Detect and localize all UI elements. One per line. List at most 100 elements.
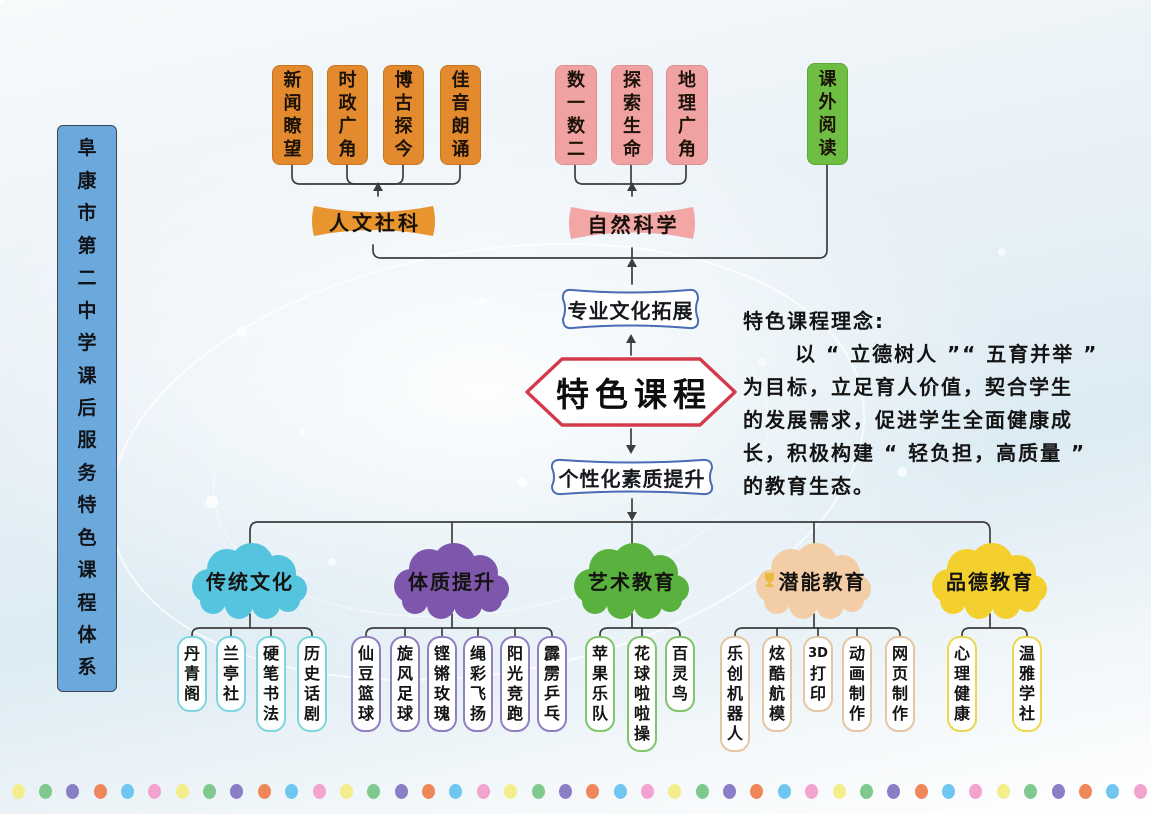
leaf-course-char: 玫 bbox=[433, 684, 450, 703]
leaf-course-char: 心 bbox=[953, 644, 970, 663]
leaf-course-char: 铿 bbox=[433, 644, 450, 663]
science-banner: 自然科学 bbox=[567, 198, 697, 248]
course-char: 广 bbox=[338, 116, 357, 137]
philosophy-line: 的发展需求，促进学生全面健康成 bbox=[743, 408, 1073, 432]
decor-dot bbox=[613, 784, 627, 799]
leaf-course-char: 啦 bbox=[633, 704, 650, 723]
decor-dot bbox=[914, 784, 928, 799]
sidebar-title-char: 课 bbox=[77, 559, 97, 582]
category-cloud: 艺术教育 bbox=[567, 542, 697, 619]
decor-dot bbox=[723, 784, 737, 799]
humanities-course-box: 新闻瞭望 bbox=[272, 65, 313, 165]
leaf-course-char: 球 bbox=[357, 704, 374, 723]
leaf-course-box: 仙豆篮球 bbox=[351, 636, 381, 732]
humanities-label: 人文社科 bbox=[329, 210, 421, 235]
category-cloud: 体质提升 bbox=[387, 542, 517, 619]
course-char: 朗 bbox=[451, 116, 470, 137]
personal-quality-label: 个性化素质提升 bbox=[558, 466, 706, 491]
leaf-course-box: 温雅学社 bbox=[1012, 636, 1042, 732]
science-course-box: 数一数二 bbox=[555, 65, 597, 165]
decor-dot bbox=[11, 784, 25, 799]
leaf-course-box: 铿锵玫瑰 bbox=[427, 636, 457, 732]
leaf-course-char: 鸟 bbox=[671, 684, 688, 703]
leaf-course-char: 阳 bbox=[506, 644, 523, 663]
leaf-course-char: 彩 bbox=[469, 664, 486, 683]
humanities-course-box: 时政广角 bbox=[327, 65, 368, 165]
course-char: 二 bbox=[567, 139, 585, 160]
leaf-course-char: 丹 bbox=[183, 644, 200, 663]
course-char: 闻 bbox=[283, 93, 302, 114]
wavy-border bbox=[550, 458, 714, 496]
science-course-box: 地理广角 bbox=[666, 65, 708, 165]
decor-dot bbox=[504, 784, 518, 799]
course-char: 课 bbox=[818, 69, 837, 90]
course-char: 读 bbox=[818, 138, 837, 159]
decor-dot bbox=[859, 784, 873, 799]
wavy-border bbox=[561, 288, 700, 330]
leaf-course-char: 温 bbox=[1018, 644, 1035, 663]
course-char: 古 bbox=[394, 93, 413, 114]
decor-dot bbox=[449, 784, 463, 799]
expansion-node: 专业文化拓展 bbox=[558, 285, 703, 333]
decor-dot bbox=[38, 784, 52, 799]
course-char: 佳 bbox=[451, 70, 470, 91]
decor-dot bbox=[367, 784, 381, 799]
decor-dot bbox=[969, 784, 983, 799]
leaf-course-char: 书 bbox=[262, 684, 279, 703]
leaf-course-char: 亭 bbox=[222, 664, 239, 683]
decor-dot bbox=[476, 784, 490, 799]
course-char: 地 bbox=[678, 70, 696, 91]
decor-dot bbox=[1051, 784, 1065, 799]
leaf-course-char: 乒 bbox=[543, 684, 560, 703]
course-char: 一 bbox=[567, 93, 585, 114]
sidebar-title-char: 中 bbox=[77, 299, 97, 322]
sidebar-title-char: 体 bbox=[77, 624, 97, 646]
personal-quality-node: 个性化素质提升 bbox=[547, 455, 717, 499]
decor-dot bbox=[777, 784, 791, 799]
decor-dot bbox=[285, 784, 299, 799]
category-label: 艺术教育 bbox=[588, 569, 676, 594]
leaf-course-char: 豆 bbox=[357, 664, 374, 683]
leaf-course-char: 机 bbox=[726, 684, 743, 703]
leaf-course-box: 阳光竞跑 bbox=[500, 636, 530, 732]
decor-dot bbox=[805, 784, 819, 799]
sidebar-title-char: 务 bbox=[77, 461, 97, 484]
leaf-course-char: 酷 bbox=[768, 664, 785, 683]
leaf-course-char: 阁 bbox=[183, 684, 200, 703]
science-course-box: 探索生命 bbox=[611, 65, 653, 165]
sidebar-title-char: 学 bbox=[77, 332, 97, 355]
sidebar-title-char: 阜 bbox=[77, 137, 97, 160]
leaf-course-box: 旋风足球 bbox=[390, 636, 420, 732]
sidebar-title-char: 康 bbox=[77, 169, 97, 192]
leaf-course-char: 作 bbox=[848, 704, 865, 723]
sidebar-title-char: 二 bbox=[77, 267, 97, 290]
leaf-course-char: 社 bbox=[222, 684, 239, 703]
course-char: 今 bbox=[394, 139, 413, 160]
decor-dot bbox=[257, 784, 271, 799]
leaf-course-char: 风 bbox=[396, 664, 413, 683]
leaf-course-char: 社 bbox=[1018, 704, 1035, 723]
leaf-course-char: 画 bbox=[848, 664, 865, 683]
leaf-course-char: 硬 bbox=[262, 644, 279, 663]
leaf-course-box: 百灵鸟 bbox=[665, 636, 695, 712]
leaf-course-char: 乐 bbox=[726, 644, 743, 663]
science-label: 自然科学 bbox=[587, 212, 680, 237]
leaf-course-char: 炫 bbox=[768, 644, 785, 663]
philosophy-text: 特色课程理念: 以 “ 立德树人 ”“ 五育并举 ”为目标，立足育人价值，契合学… bbox=[743, 305, 1133, 503]
banner-shape bbox=[312, 206, 435, 236]
hexagon-border bbox=[525, 357, 737, 427]
leaf-course-char: 光 bbox=[506, 664, 523, 683]
course-char: 探 bbox=[623, 70, 641, 91]
leaf-course-char: 球 bbox=[633, 664, 650, 683]
course-char: 望 bbox=[283, 139, 302, 160]
course-char: 外 bbox=[818, 92, 837, 113]
course-char: 生 bbox=[623, 116, 641, 137]
decor-dot bbox=[668, 784, 682, 799]
category-label: 品德教育 bbox=[946, 569, 1034, 594]
leaf-course-char: 苹 bbox=[591, 644, 608, 663]
category-cloud: 潜能教育 bbox=[749, 542, 879, 619]
leaf-course-char: 创 bbox=[726, 664, 743, 683]
leaf-course-char: 旋 bbox=[396, 644, 413, 663]
humanities-course-box: 博古探今 bbox=[383, 65, 424, 165]
